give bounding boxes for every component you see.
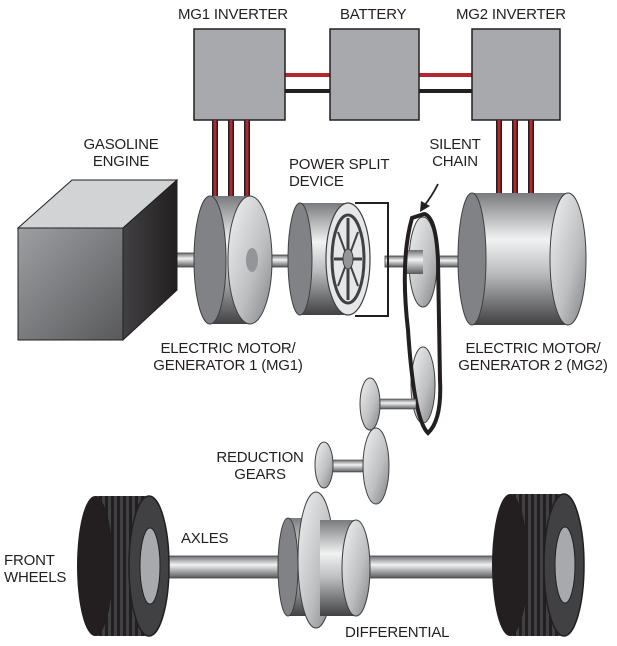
front-wheel-right — [492, 493, 585, 637]
front-wheels-label-line2: WHEELS — [4, 569, 67, 586]
mg1-motor-generator — [193, 195, 273, 325]
mg2-label: ELECTRIC MOTOR/ GENERATOR 2 (MG2) — [452, 340, 614, 374]
mg1-label: ELECTRIC MOTOR/ GENERATOR 1 (MG1) — [148, 340, 308, 374]
mg2-inverter-box — [471, 28, 561, 121]
dc-cables — [285, 73, 472, 93]
power-split-label-line1: POWER SPLIT — [289, 156, 390, 173]
power-split-device — [287, 202, 389, 317]
front-wheels-label-line1: FRONT — [4, 552, 55, 569]
mg1-label-line1: ELECTRIC MOTOR/ — [160, 340, 296, 357]
front-wheels-label: FRONT WHEELS — [4, 552, 66, 586]
mg2-three-phase-cables — [496, 120, 534, 198]
mg1-inverter-box — [193, 28, 286, 121]
differential — [277, 491, 371, 629]
reduction-gears-label-line2: GEARS — [234, 466, 286, 483]
differential-label: DIFFERENTIAL — [345, 624, 450, 641]
battery-label: BATTERY — [340, 6, 407, 23]
silent-chain-drive — [402, 183, 443, 436]
gasoline-engine-label-line1: GASOLINE — [83, 136, 159, 153]
mg2-motor-generator — [457, 192, 587, 326]
axles-label: AXLES — [181, 530, 229, 547]
reduction-gears-label: REDUCTION GEARS — [212, 449, 308, 483]
mg2-label-line1: ELECTRIC MOTOR/ — [465, 340, 601, 357]
power-split-label: POWER SPLIT DEVICE — [289, 156, 390, 190]
gasoline-engine-label: GASOLINE ENGINE — [66, 136, 176, 170]
reduction-gears — [314, 377, 417, 505]
battery-box — [329, 28, 420, 121]
power-split-label-line2: DEVICE — [289, 173, 344, 190]
mg2-label-line2: GENERATOR 2 (MG2) — [458, 357, 608, 374]
mg1-three-phase-cables — [212, 120, 250, 198]
gasoline-engine-label-line2: ENGINE — [92, 153, 150, 170]
power-electronics — [193, 28, 561, 198]
mg1-label-line2: GENERATOR 1 (MG1) — [153, 357, 303, 374]
mg2-inverter-label: MG2 INVERTER — [456, 6, 566, 23]
reduction-gears-label-line1: REDUCTION — [216, 449, 304, 466]
axle-right — [359, 555, 511, 579]
gasoline-engine — [16, 178, 179, 342]
mg1-inverter-label: MG1 INVERTER — [178, 6, 288, 23]
silent-chain-label-line1: SILENT — [429, 136, 481, 153]
silent-chain-label: SILENT CHAIN — [420, 136, 490, 170]
silent-chain-label-line2: CHAIN — [432, 153, 478, 170]
front-wheel-left — [77, 495, 170, 637]
axle-left — [149, 555, 291, 579]
